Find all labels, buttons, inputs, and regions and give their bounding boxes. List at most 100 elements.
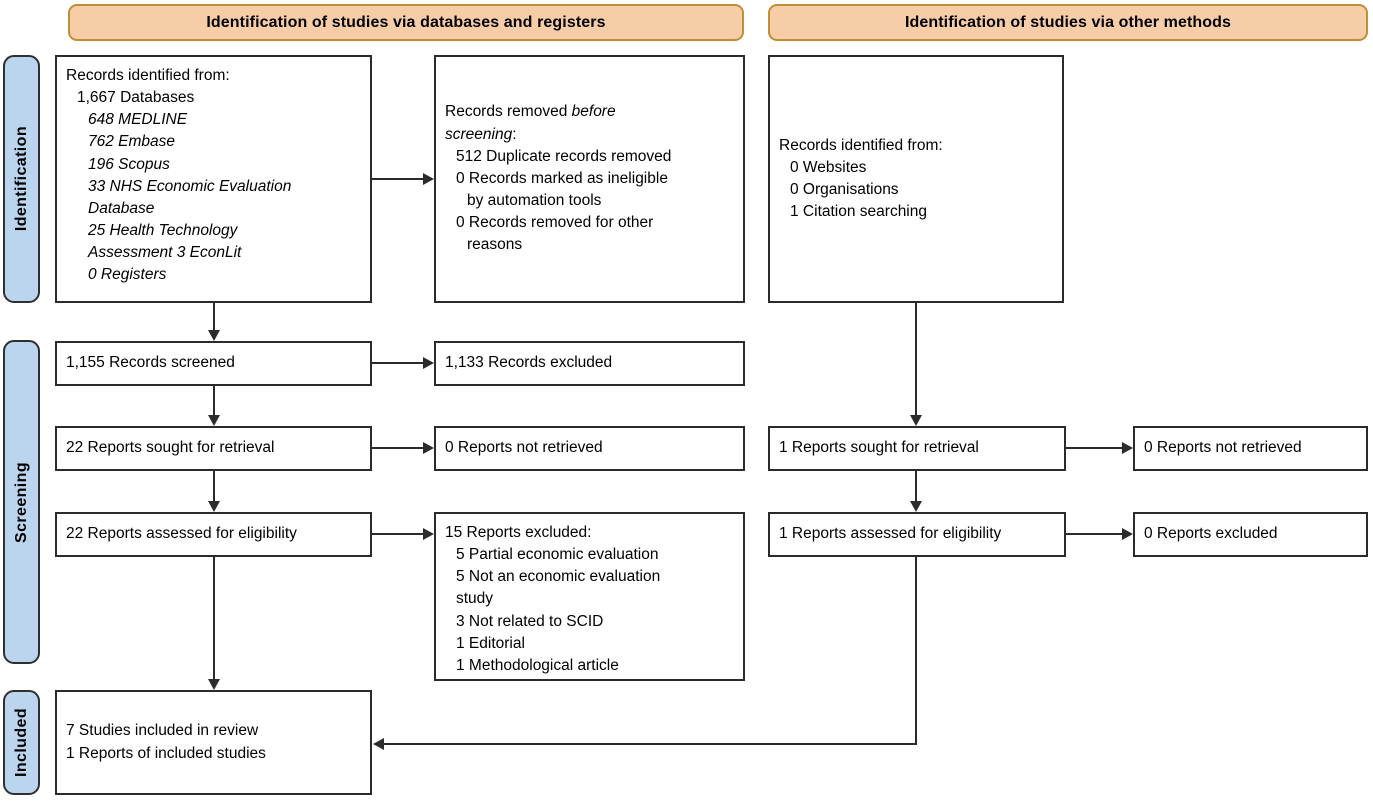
box-line: Assessment 3 EconLit	[66, 242, 361, 264]
arrowhead-screened-to-excluded-icon	[423, 357, 434, 369]
stage-tab-identification: Identification	[3, 55, 40, 303]
box-line: 0 Records removed for other	[445, 212, 734, 234]
box-line: 0 Records marked as ineligible	[445, 168, 734, 190]
arrowhead-screened-to-sought-icon	[208, 415, 220, 426]
arrowhead-other-assessed-to-included-icon	[373, 738, 384, 750]
phase-header-other-methods: Identification of studies via other meth…	[768, 4, 1368, 41]
stage-tab-screening: Screening	[3, 340, 40, 664]
box-line-tail: before	[571, 103, 616, 121]
box-line-text: 1 Reports of included studies	[66, 744, 266, 762]
box-line-text: 3 Not related to SCID	[456, 612, 604, 630]
box-line: 1 Methodological article	[445, 655, 734, 677]
box-line: 1 Reports assessed for eligibility	[779, 523, 1055, 545]
box-line-text: 22 Reports sought for retrieval	[66, 439, 275, 457]
box-line-text: 648 MEDLINE	[88, 111, 188, 129]
box-line: 22 Reports assessed for eligibility	[66, 523, 361, 545]
box-line: 0 Registers	[66, 264, 361, 286]
box-line-text: 1,133 Records excluded	[445, 354, 613, 372]
box-line-text: by automation tools	[467, 192, 602, 210]
box-line-text: 1,155 Records screened	[66, 354, 235, 372]
box-line-text: Records removed	[445, 103, 572, 121]
box-line-text: 0 Reports not retrieved	[1144, 439, 1302, 457]
box-reports-sought-databases: 22 Reports sought for retrieval	[55, 426, 372, 471]
box-line-text: 33 NHS Economic Evaluation	[88, 177, 292, 195]
box-line: 0 Reports excluded	[1144, 523, 1357, 545]
box-line-text: 0 Reports not retrieved	[445, 439, 603, 457]
box-line-text: Records identified from:	[66, 67, 230, 84]
arrowhead-other-identified-to-sought-icon	[910, 415, 922, 426]
box-reports-sought-other: 1 Reports sought for retrieval	[768, 426, 1066, 471]
connector-sought-to-assessed-other	[915, 471, 917, 501]
box-line-text: 196 Scopus	[88, 155, 170, 173]
connector-screened-to-sought	[213, 386, 215, 415]
arrowhead-identified-to-removed-icon	[423, 173, 434, 185]
box-line-text: 22 Reports assessed for eligibility	[66, 525, 297, 543]
box-records-excluded: 1,133 Records excluded	[434, 341, 745, 386]
phase-header-other-methods-label: Identification of studies via other meth…	[904, 13, 1232, 31]
box-line-text: 5 Partial economic evaluation	[456, 546, 659, 564]
box-reports-excluded-other: 0 Reports excluded	[1133, 512, 1368, 557]
box-line: screening:	[445, 124, 734, 146]
box-reports-excluded-databases: 15 Reports excluded:5 Partial economic e…	[434, 512, 745, 681]
arrowhead-sought-to-not-retrieved-other-icon	[1122, 442, 1133, 454]
box-line-text: 1 Editorial	[456, 634, 525, 652]
box-line: study	[445, 588, 734, 610]
box-line: 3 Not related to SCID	[445, 611, 734, 633]
box-reports-not-retrieved-databases: 0 Reports not retrieved	[434, 426, 745, 471]
box-line: Database	[66, 198, 361, 220]
box-line: 648 MEDLINE	[66, 109, 361, 131]
connector-identified-to-screened	[213, 303, 215, 330]
stage-tab-screening-label: Screening	[12, 461, 30, 543]
box-line-text: screening	[445, 125, 513, 143]
box-line: 25 Health Technology	[66, 220, 361, 242]
connector-sought-to-not-retrieved-db	[372, 447, 423, 449]
connector-assessed-to-included	[213, 557, 215, 679]
stage-tab-included-label: Included	[12, 708, 30, 777]
box-line: 512 Duplicate records removed	[445, 146, 734, 168]
box-line: Records removed before	[445, 101, 734, 123]
arrowhead-assessed-to-excluded-other-icon	[1122, 528, 1133, 540]
box-line: 5 Partial economic evaluation	[445, 544, 734, 566]
box-line: 1,133 Records excluded	[445, 352, 734, 374]
box-line-text: 0 Records removed for other	[456, 214, 654, 232]
phase-header-databases-label: Identification of studies via databases …	[206, 13, 606, 31]
box-line-text: 1 Reports assessed for eligibility	[779, 525, 1002, 543]
arrowhead-sought-to-assessed-db-icon	[208, 501, 220, 512]
box-studies-included: 7 Studies included in review 1 Reports of…	[55, 690, 372, 795]
box-line: 0 Websites	[779, 157, 1053, 179]
box-line: 5 Not an economic evaluation	[445, 566, 734, 588]
arrowhead-sought-to-not-retrieved-db-icon	[423, 442, 434, 454]
box-line-text: 0 Registers	[88, 266, 167, 284]
box-reports-not-retrieved-other: 0 Reports not retrieved	[1133, 426, 1368, 471]
connector-other-assessed-elbow-horizontal	[384, 743, 917, 745]
box-line: 1,667 Databases	[66, 87, 361, 109]
box-line-text: Database	[88, 199, 155, 217]
connector-identified-to-removed	[372, 178, 423, 180]
box-line: 1,155 Records screened	[66, 352, 361, 374]
box-line-tail: :	[512, 125, 517, 143]
box-records-identified-databases: Records identified from: 1,667 Databases 6…	[55, 55, 372, 303]
stage-tab-identification-label: Identification	[12, 126, 30, 232]
box-line-text: 1 Citation searching	[790, 203, 927, 221]
box-line-text: 0 Organisations	[790, 181, 899, 198]
box-line-text: 25 Health Technology	[88, 222, 238, 240]
arrowhead-identified-to-screened-icon	[208, 330, 220, 341]
connector-sought-to-assessed-db	[213, 471, 215, 501]
box-line-text: 762 Embase	[88, 133, 176, 151]
box-line: 1 Editorial	[445, 633, 734, 655]
connector-sought-to-not-retrieved-other	[1066, 447, 1122, 449]
box-line: 22 Reports sought for retrieval	[66, 437, 361, 459]
connector-other-identified-to-sought	[915, 303, 917, 415]
arrowhead-assessed-to-included-icon	[208, 679, 220, 690]
stage-tab-included: Included	[3, 690, 40, 795]
box-line-text: 7 Studies included in review	[66, 722, 259, 740]
box-line: 196 Scopus	[66, 154, 361, 176]
box-line-text: study	[456, 590, 494, 608]
box-line-text: 1,667 Databases	[77, 89, 195, 107]
box-reports-assessed-databases: 22 Reports assessed for eligibility	[55, 512, 372, 557]
box-line: by automation tools	[445, 190, 734, 212]
box-reports-assessed-other: 1 Reports assessed for eligibility	[768, 512, 1066, 557]
box-records-screened: 1,155 Records screened	[55, 341, 372, 386]
box-line-text: reasons	[467, 236, 523, 254]
